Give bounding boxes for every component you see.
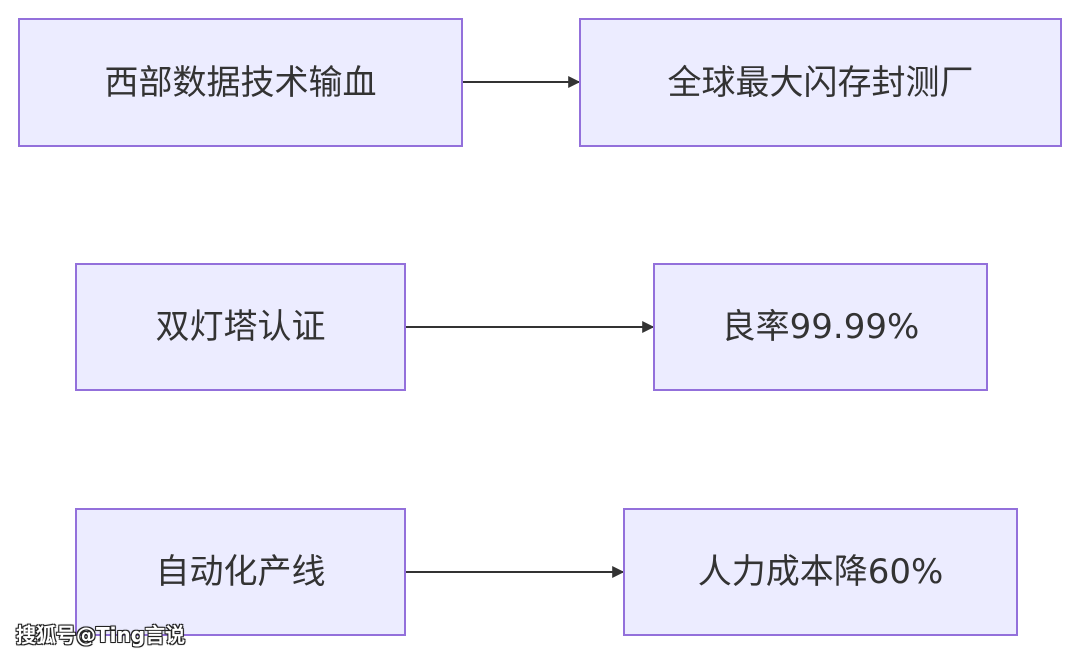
node-label: 双灯塔认证 — [155, 307, 326, 347]
watermark: 搜狐号@Ting言说 — [16, 623, 186, 647]
node-label: 良率99.99% — [721, 307, 920, 347]
node-wd-tech-transfer: 西部数据技术输血 — [18, 18, 463, 147]
node-automated-production-line: 自动化产线 — [75, 508, 406, 636]
node-labor-cost-reduction: 人力成本降60% — [623, 508, 1018, 636]
node-largest-flash-packaging-plant: 全球最大闪存封测厂 — [579, 18, 1062, 147]
node-label: 自动化产线 — [155, 552, 326, 592]
node-label: 全球最大闪存封测厂 — [667, 62, 974, 103]
node-double-lighthouse-certification: 双灯塔认证 — [75, 263, 406, 391]
node-label: 人力成本降60% — [697, 552, 944, 592]
node-label: 西部数据技术输血 — [104, 62, 377, 103]
node-yield-rate: 良率99.99% — [653, 263, 988, 391]
